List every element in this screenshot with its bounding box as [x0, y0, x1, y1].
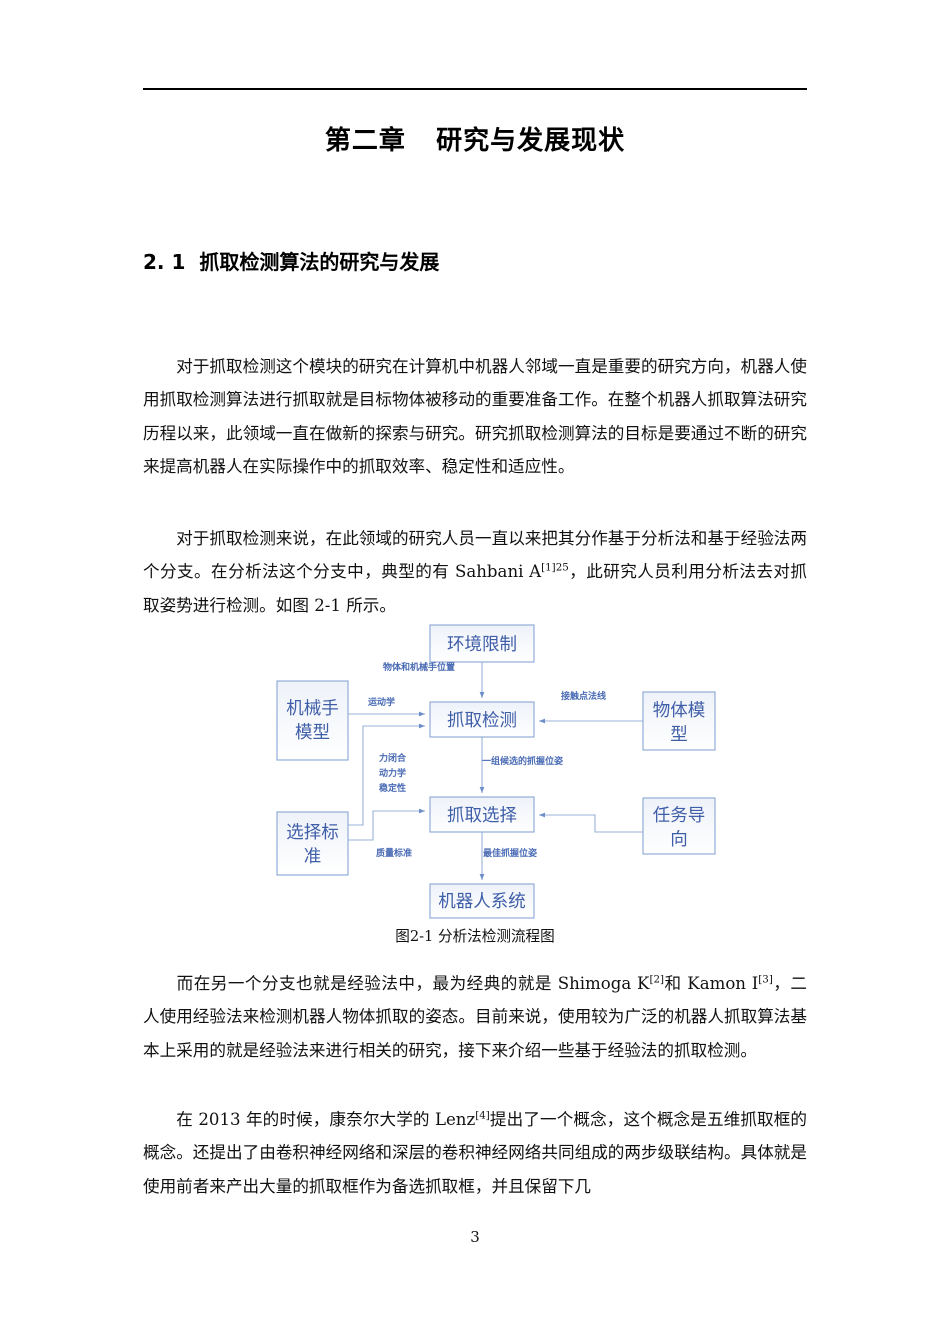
node-task-oriented: 任务导 向 [642, 797, 716, 855]
node-grasp-detection-label: 抓取检测 [447, 711, 517, 731]
edge-task-to-select [539, 812, 643, 833]
paragraph-2-text-a: 对于抓取检测来说，在此领域的研究人员一直以来把其分作基于分析法和基于经验法两个分… [143, 528, 807, 582]
edge-label-object-hand-position: 物体和机械手位置 [383, 661, 455, 673]
node-hand-model-label-line1: 机械手 [286, 699, 339, 719]
citation-ref-1: [1]25 [541, 561, 569, 574]
node-env: 环境限制 [429, 624, 535, 663]
node-task-oriented-label-line2: 向 [670, 830, 688, 850]
body-paragraph-2: 对于抓取检测来说，在此领域的研究人员一直以来把其分作基于分析法和基于经验法两个分… [143, 522, 807, 623]
body-paragraph-1: 对于抓取检测这个模块的研究在计算机中机器人邻域一直是重要的研究方向，机器人使用抓… [143, 350, 807, 484]
node-selection-criteria: 选择标 准 [276, 811, 349, 876]
node-selection-criteria-label-line1: 选择标 [286, 823, 339, 843]
flowchart-nodes: 环境限制 机械手 模型 抓取检测 物体模 型 [276, 624, 716, 919]
paragraph-3-text-a: 而在另一个分支也就是经验法中，最为经典的就是 Shimoga K [176, 973, 650, 993]
paragraph-4-text-a: 在 2013 年的时候，康奈尔大学的 Lenz [176, 1109, 476, 1129]
paragraph-2-text-b: ，此研究人员利用分析法去对抓取姿势进行检测。如图 2-1 所示。 [143, 562, 807, 615]
node-env-label: 环境限制 [447, 635, 517, 655]
edge-label-candidate-pose-set: 一组候选的抓握位姿 [482, 755, 563, 767]
paragraph-3-text-c: ，二人使用经验法来检测机器人物体抓取的姿态。目前来说，使用较为广泛的机器人抓取算… [143, 973, 807, 1060]
node-robot-system-label: 机器人系统 [438, 892, 526, 912]
citation-ref-2: [2] [649, 973, 665, 986]
flowchart-svg: 环境限制 机械手 模型 抓取检测 物体模 型 [276, 624, 716, 919]
header-rule [143, 88, 807, 90]
node-object-model-label-line2: 型 [670, 725, 688, 745]
edge-label-stability: 稳定性 [379, 782, 406, 794]
flowchart-edges [348, 662, 643, 880]
node-hand-model-label-line2: 模型 [295, 723, 330, 743]
node-object-model: 物体模 型 [642, 691, 716, 751]
figure-caption: 图2-1 分析法检测流程图 [395, 928, 555, 945]
node-selection-criteria-label-line2: 准 [304, 847, 322, 867]
paragraph-1-text: 对于抓取检测这个模块的研究在计算机中机器人邻域一直是重要的研究方向，机器人使用抓… [143, 356, 807, 477]
citation-ref-4: [4] [475, 1109, 490, 1122]
paragraph-3-text-b: 和 Kamon I [664, 973, 759, 993]
edge-label-force-closure: 力闭合 [379, 752, 407, 764]
edge-label-best-grasp-pose: 最佳抓握位姿 [483, 847, 537, 859]
node-grasp-detection: 抓取检测 [429, 701, 535, 738]
body-paragraph-4: 在 2013 年的时候，康奈尔大学的 Lenz[4]提出了一个概念，这个概念是五… [143, 1103, 807, 1204]
edge-criteria-to-detect [348, 723, 425, 826]
node-hand-model: 机械手 模型 [276, 680, 349, 761]
edge-label-kinematics: 运动学 [368, 696, 395, 708]
flowchart-edge-labels: 物体和机械手位置 运动学 接触点法线 力闭合 动力学 稳定性 一组候选的抓握位姿… [368, 661, 606, 859]
node-task-oriented-label-line1: 任务导 [653, 806, 706, 826]
node-object-model-label-line1: 物体模 [653, 701, 706, 721]
figure-analytic-flowchart: 环境限制 机械手 模型 抓取检测 物体模 型 [258, 612, 738, 919]
paragraph-4-text-b: 提出了一个概念，这个概念是五维抓取框的概念。还提出了由卷积神经网络和深层的卷积神… [143, 1109, 808, 1196]
edge-criteria-to-select [348, 808, 425, 841]
citation-ref-3: [3] [758, 973, 773, 986]
page-title: 第二章 研究与发展现状 [324, 126, 626, 156]
node-grasp-selection-label: 抓取选择 [447, 806, 517, 826]
page-number: 3 [470, 1228, 480, 1246]
edge-label-dynamics: 动力学 [379, 767, 406, 779]
node-robot-system: 机器人系统 [429, 883, 535, 919]
edge-label-quality-standard: 质量标准 [376, 847, 412, 859]
edge-label-contact-normal: 接触点法线 [561, 690, 606, 702]
section-heading: 2. 1 抓取检测算法的研究与发展 [143, 250, 440, 274]
node-grasp-selection: 抓取选择 [429, 796, 535, 833]
body-paragraph-3: 而在另一个分支也就是经验法中，最为经典的就是 Shimoga K[2]和 Kam… [143, 967, 807, 1068]
